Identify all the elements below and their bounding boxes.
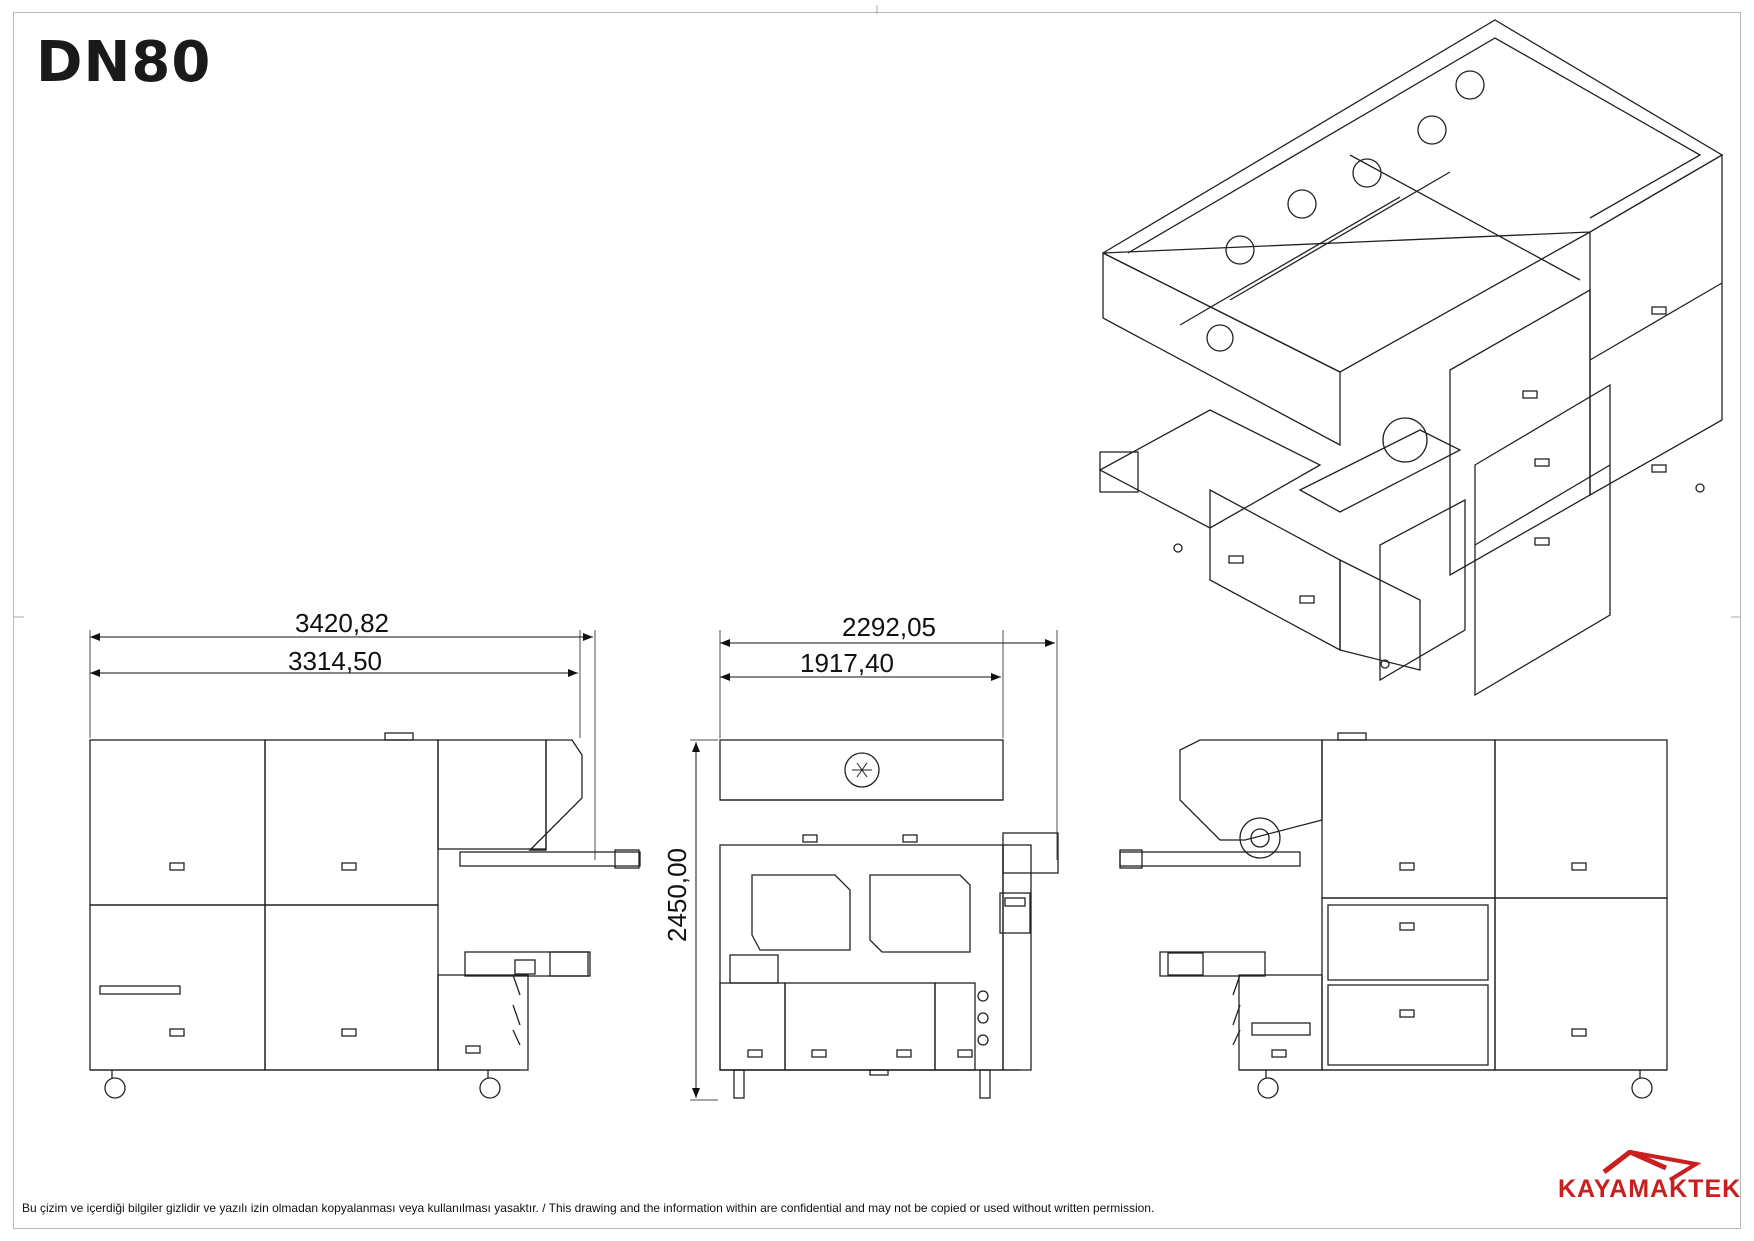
- side-view: [89, 630, 641, 1099]
- side-body-width-label: 3314,50: [288, 646, 382, 676]
- drawing-title: DN80: [36, 30, 212, 95]
- isometric-view: [1098, 19, 1724, 697]
- front-body-width-label: 1917,40: [800, 648, 894, 678]
- front-view: [719, 630, 1059, 1099]
- kayamaktek-logo-text: KAYAMAKTEK: [1558, 1175, 1742, 1203]
- rear-view: [1119, 732, 1668, 1099]
- confidentiality-notice: Bu çizim ve içerdiği bilgiler gizlidir v…: [22, 1201, 1155, 1215]
- overall-height-label: 2450,00: [662, 848, 692, 942]
- front-overall-width-label: 2292,05: [842, 612, 936, 642]
- kayamaktek-logo-mark: [1602, 1150, 1702, 1182]
- side-overall-width-label: 3420,82: [295, 608, 389, 638]
